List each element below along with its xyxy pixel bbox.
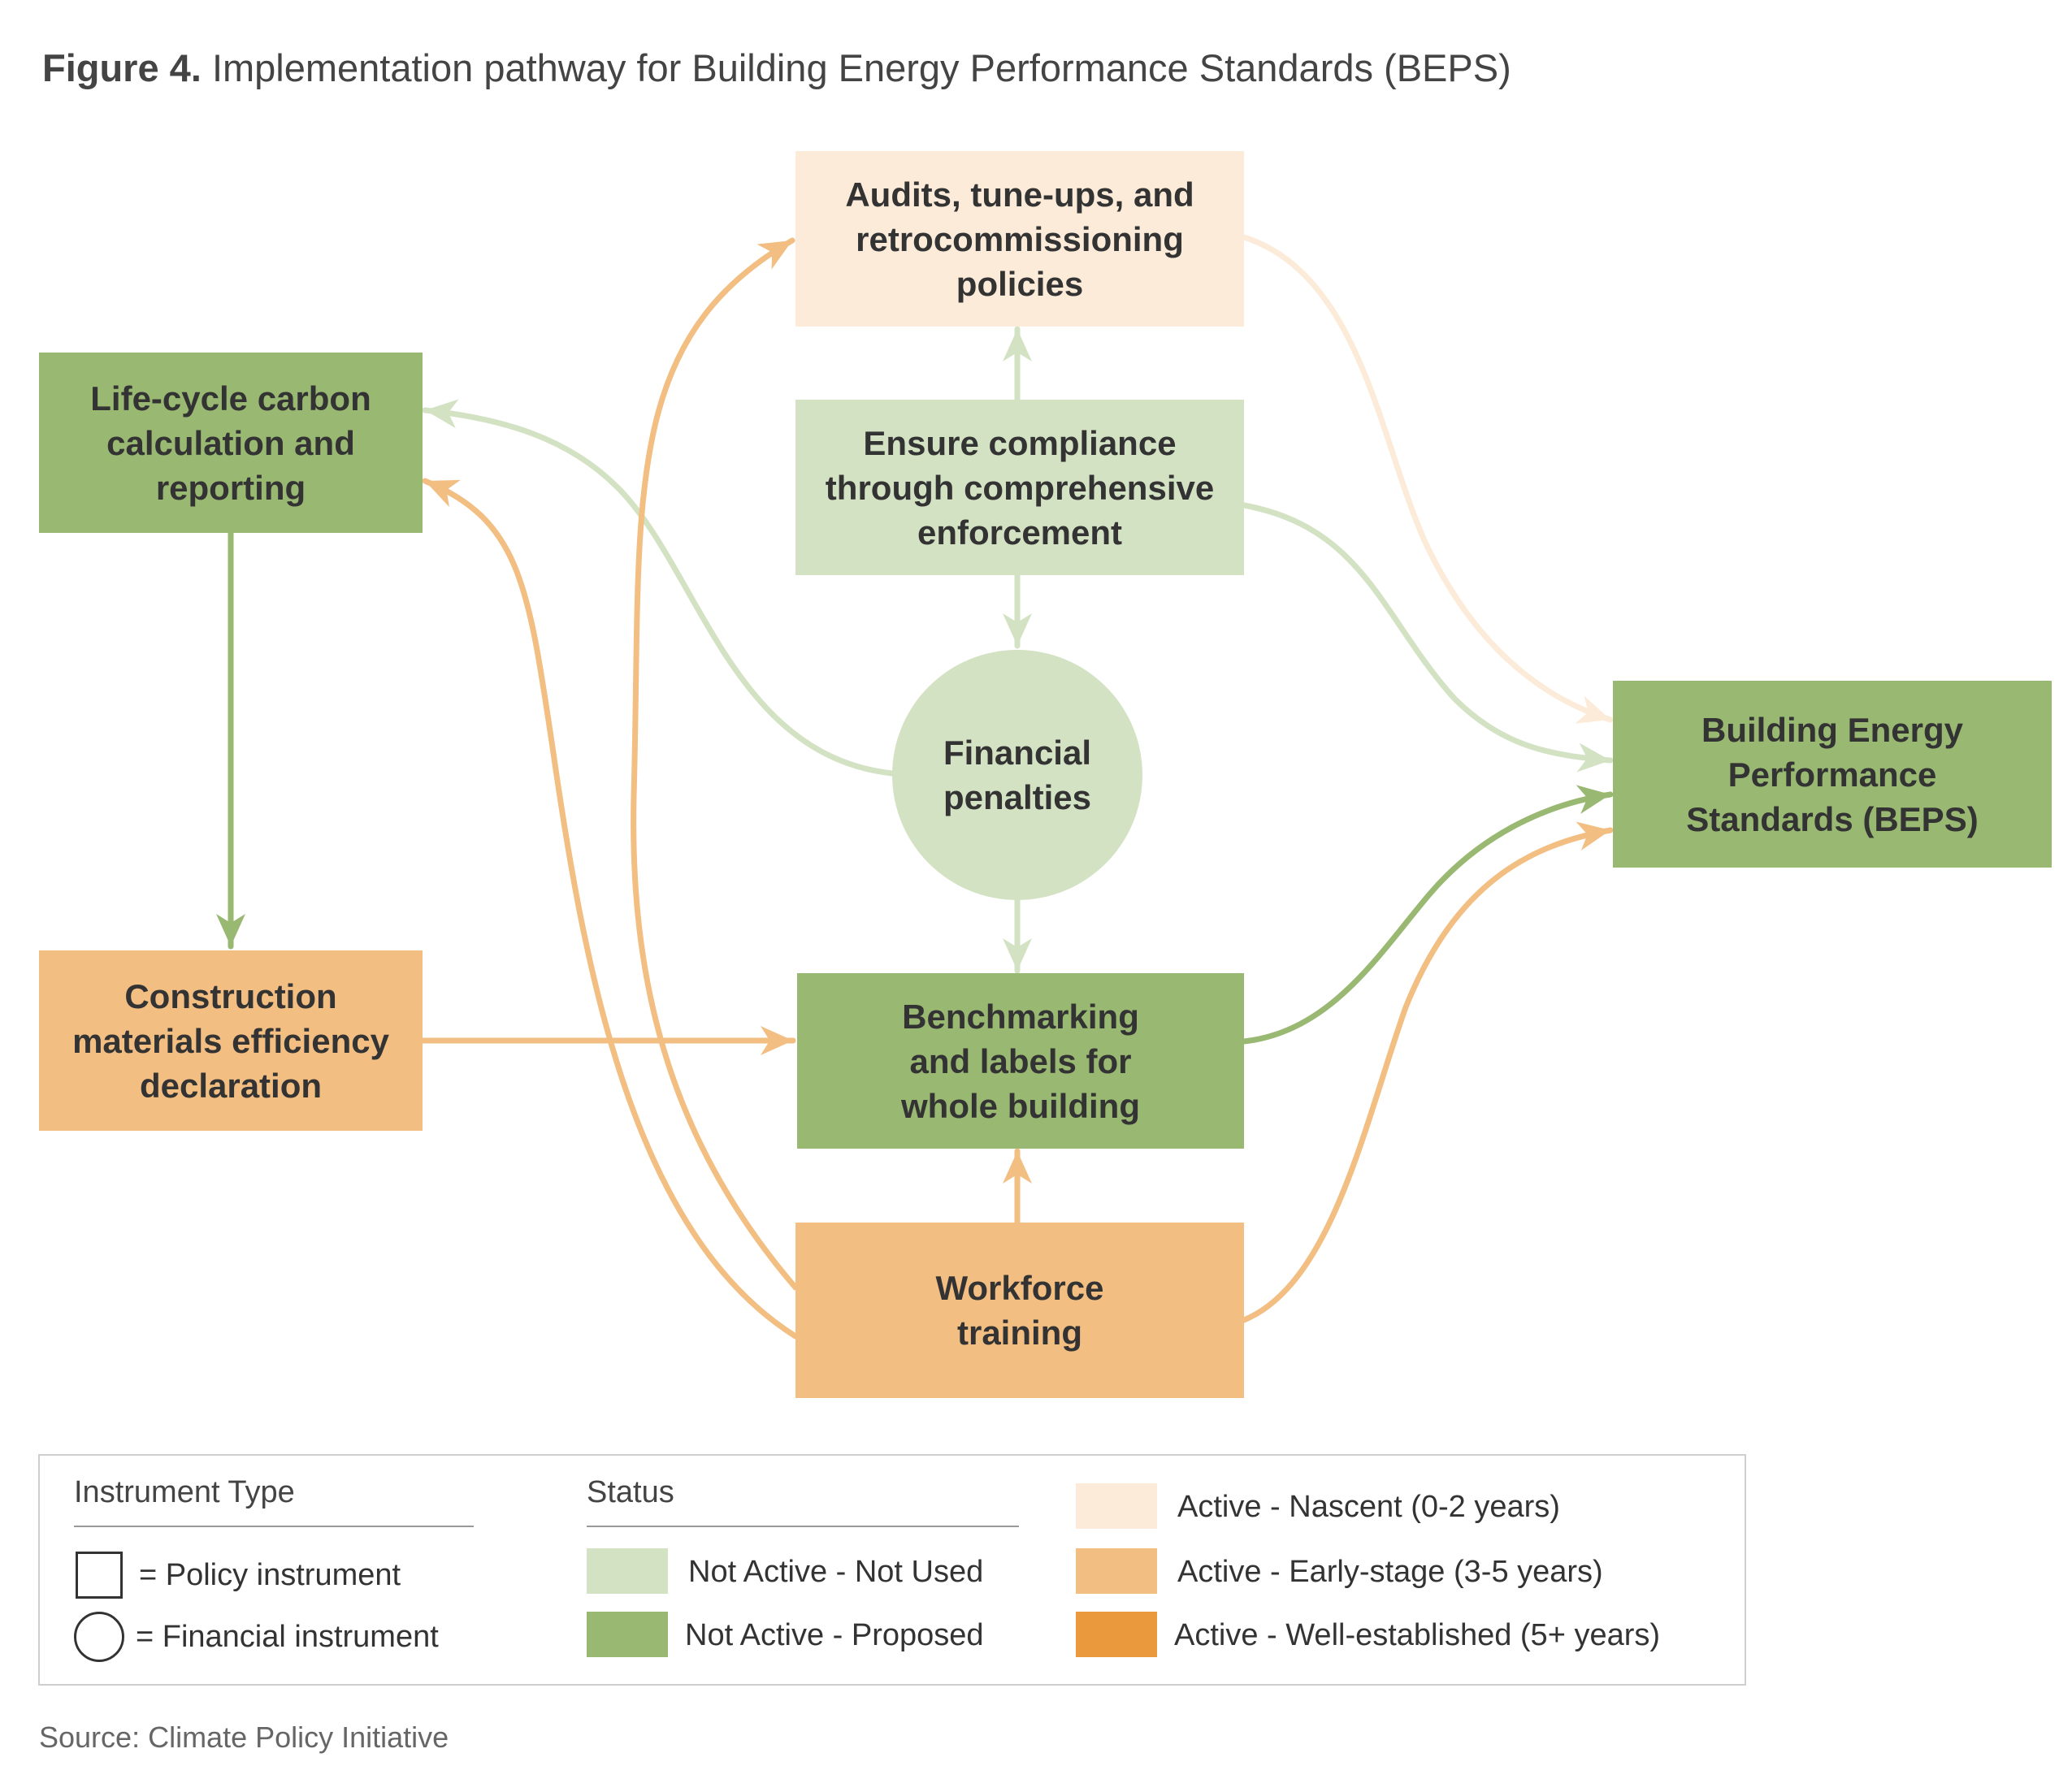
node-lifecycle-carbon: Life-cycle carbon calculation and report… (39, 353, 423, 533)
legend-well-established-label: Active - Well-established (5+ years) (1174, 1618, 1661, 1652)
nascent-swatch (1076, 1483, 1157, 1529)
arrowhead-compliance-to-penalties (1003, 613, 1032, 646)
node-audits-policies: Audits, tune-ups, and retrocommissioning… (795, 151, 1244, 327)
legend-instrument-rule (74, 1526, 474, 1527)
legend-instrument-heading: Instrument Type (74, 1475, 295, 1509)
financial-instrument-circle-icon (74, 1612, 124, 1662)
well-established-swatch (1076, 1612, 1157, 1657)
legend-policy-label: = Policy instrument (139, 1558, 401, 1592)
node-workforce-label: Workforce training (935, 1269, 1104, 1352)
arrowhead-workforce-to-beps (1576, 821, 1610, 851)
node-beps-standards: Building Energy Performance Standards (B… (1613, 681, 2052, 868)
legend-not-used-label: Not Active - Not Used (688, 1555, 984, 1589)
node-workforce-training: Workforce training (795, 1223, 1244, 1398)
arrowhead-compliance-to-beps (1576, 742, 1610, 773)
arrowhead-penalties-to-benchmarking (1003, 938, 1032, 971)
legend-status-heading: Status (587, 1475, 674, 1509)
arrowhead-workforce-to-benchmarking (1003, 1151, 1032, 1184)
node-benchmarking-labels: Benchmarking and labels for whole buildi… (797, 973, 1244, 1149)
arrow-benchmarking-to-beps (1241, 791, 1614, 1045)
node-benchmarking-label: Benchmarking and labels for whole buildi… (901, 997, 1140, 1125)
arrow-compliance-to-beps (1241, 502, 1614, 764)
arrowhead-compliance-to-audits (1003, 329, 1032, 361)
early-stage-swatch (1076, 1548, 1157, 1594)
arrowhead-benchmarking-to-beps (1576, 785, 1610, 814)
node-construction-materials: Construction materials efficiency declar… (39, 950, 423, 1131)
node-audits-label: Audits, tune-ups, and retrocommissioning… (845, 175, 1194, 303)
arrow-workforce-to-lifecycle (422, 478, 799, 1340)
node-lifecycle-label: Life-cycle carbon calculation and report… (90, 379, 371, 507)
arrowhead-audits-to-beps (1575, 695, 1610, 724)
policy-instrument-square-icon (76, 1552, 123, 1599)
legend-financial-label: = Financial instrument (136, 1620, 439, 1654)
node-penalties-label: Financial penalties (943, 734, 1092, 816)
node-beps-label: Building Energy Performance Standards (B… (1686, 710, 1979, 838)
figure-caption: Implementation pathway for Building Ener… (211, 46, 1511, 89)
arrowhead-penalties-to-lifecycle (425, 399, 459, 429)
legend-early-stage-label: Active - Early-stage (3-5 years) (1177, 1555, 1603, 1589)
arrow-audits-to-beps (1241, 234, 1614, 723)
not-used-swatch (587, 1548, 668, 1594)
node-construction-label: Construction materials efficiency declar… (72, 976, 389, 1105)
legend-proposed-label: Not Active - Proposed (685, 1618, 984, 1652)
arrowhead-construction-to-benchmarking (761, 1026, 793, 1055)
source-note: Source: Climate Policy Initiative (39, 1721, 449, 1754)
node-compliance-label: Ensure compliance through comprehensive … (825, 423, 1215, 552)
node-compliance-enforcement: Ensure compliance through comprehensive … (795, 400, 1244, 575)
arrow-workforce-to-audits (631, 237, 799, 1291)
arrowhead-lifecycle-to-construction (216, 914, 245, 946)
proposed-swatch (587, 1612, 668, 1657)
arrowhead-workforce-to-audits (756, 240, 792, 270)
node-financial-penalties: Financial penalties (892, 650, 1142, 900)
arrowhead-workforce-to-lifecycle (425, 479, 461, 508)
legend: Instrument Type = Policy instrument = Fi… (38, 1454, 1746, 1686)
legend-status-rule (587, 1526, 1019, 1527)
legend-nascent-label: Active - Nascent (0-2 years) (1177, 1490, 1560, 1524)
arrow-workforce-to-beps (1241, 827, 1614, 1323)
figure-number: Figure 4. (42, 46, 202, 89)
figure-title: Figure 4. Implementation pathway for Bui… (42, 45, 1511, 90)
